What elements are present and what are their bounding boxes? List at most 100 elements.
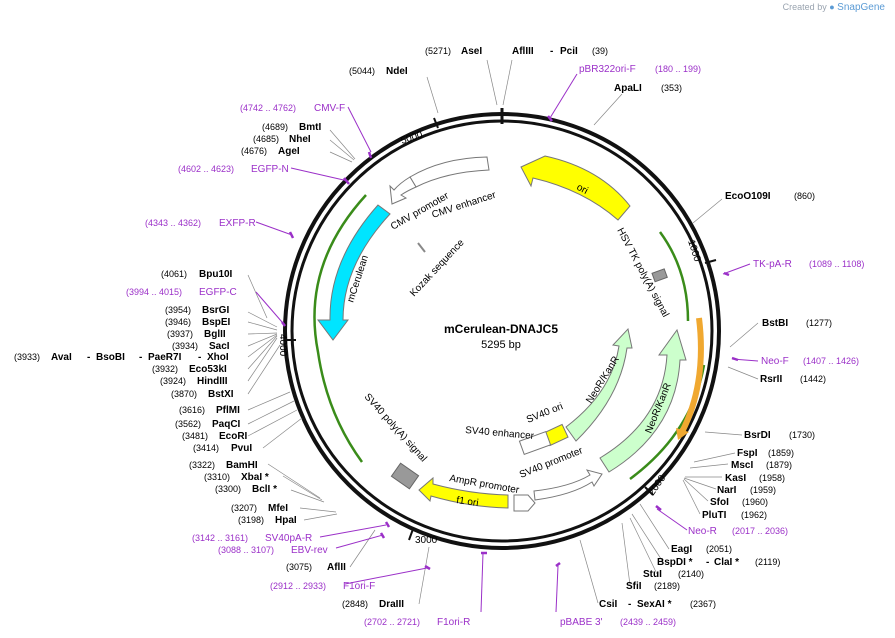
bspei-name: BspEI — [202, 317, 231, 328]
msci-pos: (1879) — [766, 460, 792, 470]
neor-name: Neo-R — [688, 526, 717, 537]
site-leader-lines — [247, 59, 759, 605]
orange-arrow-head — [676, 428, 689, 440]
cmvf-range: (4742 .. 4762) — [240, 103, 296, 113]
cmv-enhancer-feature — [409, 156, 490, 188]
pluti-pos: (1962) — [741, 510, 767, 520]
bsrdi-name: BsrDI — [744, 430, 771, 441]
sv40par-range: (3142 .. 3161) — [192, 533, 248, 543]
neof-range: (1407 .. 1426) — [803, 356, 859, 366]
aflii-pos: (3075) — [286, 562, 312, 572]
bamhi-pos: (3322) — [189, 460, 215, 470]
avai-name: AvaI — [51, 352, 72, 363]
bstbi-name: BstBI — [762, 318, 788, 329]
rsrii-pos: (1442) — [800, 374, 826, 384]
bcli-name: BclI * — [252, 484, 277, 495]
hpai-pos: (3198) — [238, 515, 264, 525]
tkpar-name: TK-pA-R — [753, 259, 792, 270]
afliii-pos: (39) — [592, 46, 608, 56]
asei-name: AseI — [461, 46, 482, 57]
bsrdi-pos: (1730) — [789, 430, 815, 440]
rsrii-name: RsrII — [760, 374, 782, 385]
sv40-polya-label: SV40 poly(A) signal — [362, 392, 429, 465]
sfoi-pos: (1960) — [742, 497, 768, 507]
pbabe-range: (2439 .. 2459) — [620, 617, 676, 627]
cmv-promoter-feature — [389, 176, 417, 205]
primer-leader-lines — [255, 73, 759, 613]
egfpc-name: EGFP-C — [199, 287, 237, 298]
neof-name: Neo-F — [761, 356, 789, 367]
ebvrev-range: (3088 .. 3107) — [218, 545, 274, 555]
bstxi-pos: (3870) — [171, 389, 197, 399]
fspi-name: FspI — [737, 448, 758, 459]
f1orir-name: F1ori-R — [437, 617, 470, 628]
ndei-name: NdeI — [386, 66, 408, 77]
apali-name: ApaLI — [614, 83, 642, 94]
green-track-left — [313, 194, 367, 463]
exfpr-name: EXFP-R — [219, 218, 256, 229]
egfpn-name: EGFP-N — [251, 164, 289, 175]
ecori-pos: (3481) — [182, 431, 208, 441]
xbai-name: XbaI * — [241, 472, 269, 483]
pbr322-range: (180 .. 199) — [655, 64, 701, 74]
mfei-name: MfeI — [268, 503, 288, 514]
eco109-pos: (860) — [794, 191, 815, 201]
ebvrev-name: EBV-rev — [291, 545, 328, 556]
apali-pos: (353) — [661, 83, 682, 93]
eco109-name: EcoO109I — [725, 191, 771, 202]
sfii-name: SfiI — [626, 581, 642, 592]
mfei-pos: (3207) — [231, 503, 257, 513]
cmvf-name: CMV-F — [314, 103, 345, 114]
sfoi-name: SfoI — [710, 497, 729, 508]
hindiii-pos: (3924) — [160, 376, 186, 386]
stui-pos: (2140) — [678, 569, 704, 579]
sv40-polya-feature — [390, 462, 420, 490]
tkpar-range: (1089 .. 1108) — [809, 259, 864, 269]
avai-sep3: - — [198, 352, 201, 363]
f1orif-range: (2912 .. 2933) — [270, 581, 326, 591]
avai-pos: (3933) — [14, 352, 40, 362]
f1orif-name: F1ori-F — [343, 581, 375, 592]
neor-range: (2017 .. 2036) — [732, 526, 788, 536]
snapgene-logo-icon: ● — [829, 2, 835, 12]
avai-sep1: - — [87, 352, 90, 363]
pvui-pos: (3414) — [193, 443, 219, 453]
sv40par-name: SV40pA-R — [265, 533, 312, 544]
bstxi-name: BstXI — [208, 389, 234, 400]
bsrgi-name: BsrGI — [202, 305, 229, 316]
bspdi-sep: - — [706, 557, 709, 568]
ori-feature — [520, 155, 631, 221]
bsrgi-pos: (3954) — [165, 305, 191, 315]
bspdi-pos: (2119) — [755, 557, 780, 567]
sv40-enhancer-feature — [518, 430, 552, 456]
fspi-pos: (1859) — [768, 448, 794, 458]
csii-sep: - — [628, 599, 631, 610]
sexai-name: SexAI * — [637, 599, 672, 610]
xhoi-name: XhoI — [207, 352, 229, 363]
ampr-promoter-feature — [513, 494, 536, 512]
paqci-pos: (3562) — [175, 419, 201, 429]
neo1-feature — [599, 328, 687, 473]
tick-4000: 4000 — [277, 334, 288, 357]
asei-pos: (5271) — [425, 46, 451, 56]
bpu10i-pos: (4061) — [161, 269, 187, 279]
ecori-name: EcoRI — [219, 431, 248, 442]
snapgene-brand: Created by ● SnapGene — [783, 2, 885, 13]
bsobi-name: BsoBI — [96, 352, 125, 363]
saci-name: SacI — [209, 341, 230, 352]
draiii-pos: (2848) — [342, 599, 368, 609]
sv40-promoter-feature — [533, 469, 603, 501]
f1-ori-feature — [418, 476, 509, 509]
eagi-pos: (2051) — [706, 544, 732, 554]
hsv-tk-polya-feature — [651, 268, 668, 283]
ndei-pos: (5044) — [349, 66, 375, 76]
bstbi-pos: (1277) — [806, 318, 832, 328]
nhei-name: NheI — [289, 134, 311, 145]
plasmid-length: 5295 bp — [481, 339, 521, 351]
eco53-pos: (3932) — [152, 364, 178, 374]
bspdi-name: BspDI * — [657, 557, 693, 568]
bmti-pos: (4689) — [262, 122, 288, 132]
kasi-pos: (1958) — [759, 473, 785, 483]
csii-name: CsiI — [599, 599, 618, 610]
